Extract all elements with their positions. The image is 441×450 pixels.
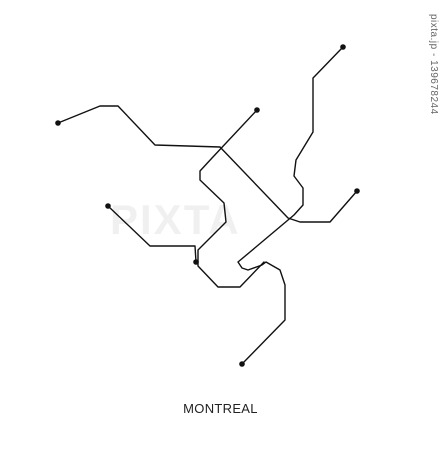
map-title: MONTREAL — [183, 401, 258, 416]
metro-line-4 — [197, 109, 265, 288]
station-east — [354, 188, 360, 194]
station-west-upper — [55, 120, 61, 126]
metro-line-1 — [57, 105, 358, 223]
station-west-lower — [105, 203, 111, 209]
station-south — [239, 361, 245, 367]
station-north-east — [340, 44, 346, 50]
metro-line-3 — [107, 205, 197, 263]
station-north-central — [254, 107, 260, 113]
metro-line-2 — [237, 46, 344, 365]
station-interchange-southwest — [193, 259, 199, 265]
watermark: PIXTA — [110, 196, 241, 243]
stock-credit: pixta.jp - 139678244 — [428, 14, 439, 115]
